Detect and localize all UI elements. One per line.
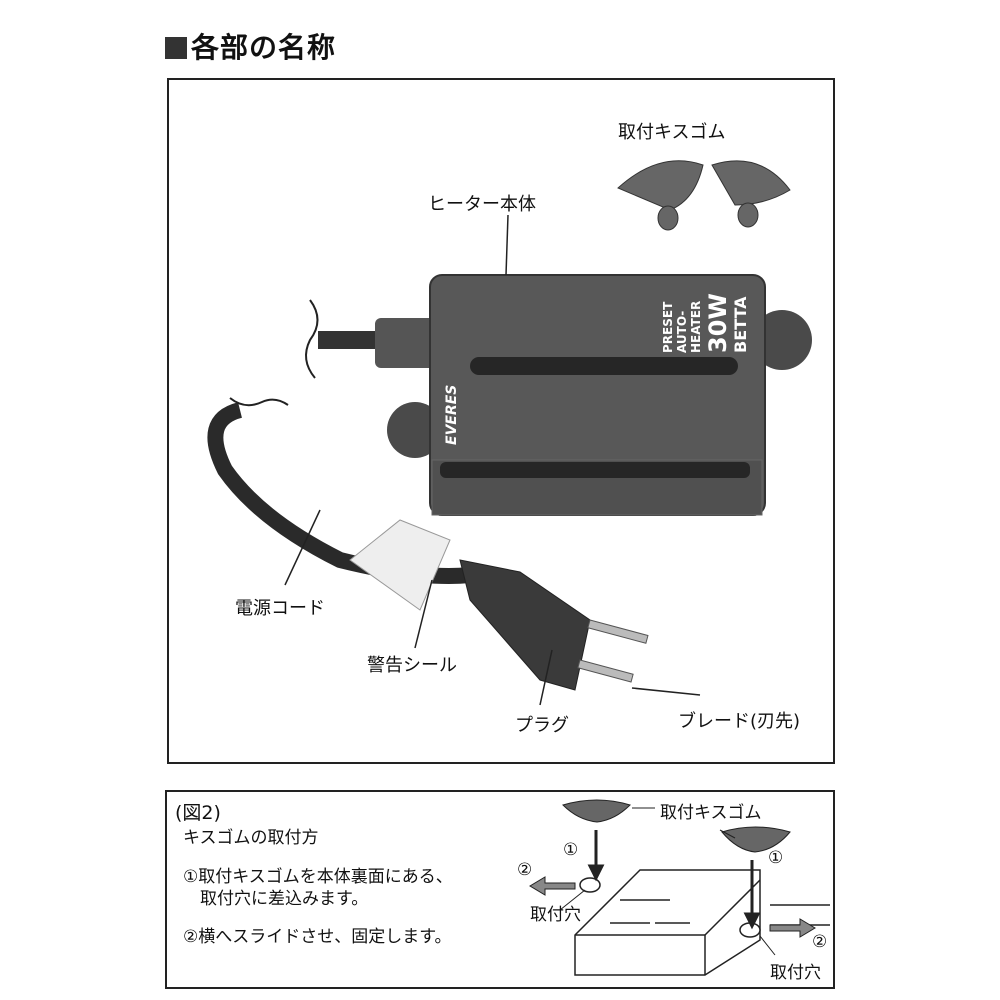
label-heater-body: ヒーター本体 bbox=[428, 194, 536, 215]
suction-cup-left bbox=[617, 160, 704, 231]
fig2-label-suction-cup: 取付キスゴム bbox=[660, 803, 762, 823]
fig2-step-number-2-right: ② bbox=[812, 932, 828, 952]
page-title-text: 各部の名称 bbox=[191, 31, 337, 64]
label-warning-seal: 警告シール bbox=[367, 655, 457, 676]
marking-preset: PRESET bbox=[661, 301, 675, 353]
square-bullet-icon bbox=[165, 37, 187, 59]
brand-logo: EVERES bbox=[444, 385, 460, 445]
marking-auto: AUTO- bbox=[675, 311, 689, 353]
fig2-step-number-1-left: ① bbox=[563, 840, 579, 860]
fig2-label-hole-left: 取付穴 bbox=[530, 905, 581, 925]
figure2-step1: ①取付キスゴムを本体裏面にある、 bbox=[183, 867, 453, 887]
figure2-heading: (図2) bbox=[175, 802, 221, 824]
label-blade: ブレード(刃先) bbox=[678, 711, 801, 732]
figure2-step1-cont: 取付穴に差込みます。 bbox=[200, 889, 369, 909]
figure2-frame bbox=[165, 790, 835, 989]
page-title: 各部の名称 bbox=[165, 26, 336, 66]
parts-diagram-frame bbox=[167, 78, 835, 764]
marking-model: BETTA bbox=[731, 296, 750, 353]
suction-cup-right bbox=[711, 160, 791, 228]
label-plug: プラグ bbox=[515, 715, 569, 736]
marking-heater: HEATER bbox=[689, 301, 703, 353]
label-suction-cups: 取付キスゴム bbox=[618, 122, 726, 143]
figure2-step2: ②横へスライドさせ、固定します。 bbox=[183, 927, 452, 947]
fig2-label-hole-right: 取付穴 bbox=[770, 963, 821, 983]
label-power-cord: 電源コード bbox=[235, 598, 325, 619]
marking-wattage: 30W bbox=[704, 293, 732, 353]
fig2-step-number-1-right: ① bbox=[768, 848, 784, 868]
fig2-step-number-2-left: ② bbox=[517, 860, 533, 880]
figure2-subheading: キスゴムの取付方 bbox=[183, 828, 319, 848]
